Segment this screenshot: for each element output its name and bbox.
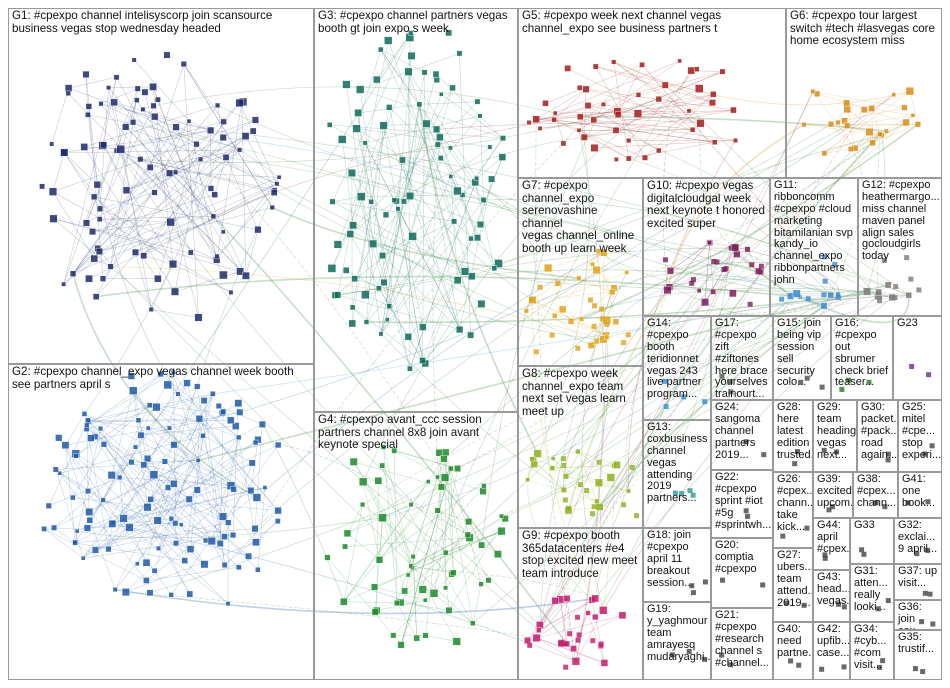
- group-box-g42: G42: upfib... case...: [813, 622, 850, 680]
- group-label-g20: G20: comptia #cpexpo: [715, 540, 770, 576]
- group-box-g12: G12: #cpexpo heathermargo... miss channe…: [858, 178, 942, 316]
- group-box-g31: G31: atten... really looki...: [850, 564, 894, 622]
- group-box-g24: G24: sangoma channel partners 2019...: [711, 400, 773, 470]
- group-box-g16: G16: #cpexpo out sbrumer check brief tea…: [831, 316, 893, 400]
- group-box-g29: G29: team heading vegas next...: [813, 400, 857, 472]
- group-label-g34: G34: #cyb... #com visit...: [854, 624, 891, 672]
- group-box-g27: G27: ubers... team attend... 2019...: [773, 548, 813, 622]
- group-label-g16: G16: #cpexpo out sbrumer check brief tea…: [835, 318, 890, 389]
- group-box-g25: G25: mitel #cpe... stop experi...: [898, 400, 942, 472]
- group-label-g43: G43: head... vegas...: [817, 572, 847, 608]
- group-label-g38: G38: #cpex... chann...: [857, 474, 895, 510]
- group-label-g8: G8: #cpexpo week channel_expo team next …: [522, 368, 640, 418]
- group-box-g26: G26: #cpex... chann... take kick...: [773, 472, 813, 548]
- group-box-g19: G19: y_yaghmour team amrayesq mudaryaghi…: [643, 602, 711, 680]
- group-box-g40: G40: need partne...: [773, 622, 813, 680]
- group-label-g4: G4: #cpexpo avant_ccc session partners c…: [318, 414, 515, 452]
- group-box-g23: G23: [893, 316, 942, 400]
- group-label-g2: G2: #cpexpo channel_expo vegas channel w…: [12, 366, 311, 391]
- group-label-g21: G21: #cpexpo #research channel s #channe…: [715, 610, 770, 669]
- group-label-g40: G40: need partne...: [777, 624, 810, 660]
- group-label-g13: G13: coxbusiness channel vegas attending…: [647, 422, 708, 505]
- group-box-g32: G32: exclai... 9 april...: [894, 518, 942, 564]
- group-box-g1: G1: #cpexpo channel intelisyscorp join s…: [8, 8, 314, 364]
- group-box-g18: G18: join #cpexpo april 11 breakout sess…: [643, 528, 711, 602]
- group-label-g25: G25: mitel #cpe... stop experi...: [902, 402, 939, 461]
- group-label-g29: G29: team heading vegas next...: [817, 402, 854, 461]
- group-label-g31: G31: atten... really looki...: [854, 566, 891, 614]
- group-label-g14: G14: #cpexpo booth teridionnet vegas 243…: [647, 318, 708, 401]
- group-label-g1: G1: #cpexpo channel intelisyscorp join s…: [12, 10, 311, 35]
- group-label-g15: G15: join being vip session sell securit…: [777, 318, 828, 389]
- group-label-g3: G3: #cpexpo channel partners vegas booth…: [318, 10, 515, 35]
- group-box-g4: G4: #cpexpo avant_ccc session partners c…: [314, 412, 518, 680]
- group-label-g35: G35: trustif...: [898, 632, 939, 656]
- group-box-g36: G36: join cox...: [894, 600, 942, 630]
- group-box-g43: G43: head... vegas...: [813, 570, 850, 622]
- group-box-g39: G39: excited upcom...: [813, 472, 853, 518]
- group-box-g11: G11: ribboncomm #cpexpo #cloud marketing…: [770, 178, 858, 316]
- group-box-g22: G22: #cpexpo sprint #iot #5g #sprintwh..…: [711, 470, 773, 538]
- group-box-g41: G41: one book...: [898, 472, 942, 518]
- group-box-g2: G2: #cpexpo channel_expo vegas channel w…: [8, 364, 314, 680]
- group-box-g21: G21: #cpexpo #research channel s #channe…: [711, 608, 773, 680]
- group-label-g23: G23: [897, 318, 939, 330]
- group-box-g17: G17: #cpexpo zift #ziftones here brace y…: [711, 316, 773, 400]
- group-label-g30: G30: packet... #pack... road again...: [861, 402, 895, 461]
- group-box-g35: G35: trustif...: [894, 630, 942, 680]
- group-box-g10: G10: #cpexpo vegas digitalcloudgal week …: [643, 178, 770, 316]
- group-box-g14: G14: #cpexpo booth teridionnet vegas 243…: [643, 316, 711, 420]
- group-label-g9: G9: #cpexpo booth 365datacenters #e4 sto…: [522, 530, 640, 580]
- group-box-g9: G9: #cpexpo booth 365datacenters #e4 sto…: [518, 528, 643, 680]
- group-label-g32: G32: exclai... 9 april...: [898, 520, 939, 556]
- group-label-g12: G12: #cpexpo heathermargo... miss channe…: [862, 180, 939, 263]
- group-label-g42: G42: upfib... case...: [817, 624, 847, 660]
- group-box-g20: G20: comptia #cpexpo: [711, 538, 773, 608]
- group-label-g26: G26: #cpex... chann... take kick...: [777, 474, 810, 533]
- group-box-g44: G44: april #cpex...: [813, 518, 850, 570]
- group-label-g28: G28: here latest edition trusted...: [777, 402, 810, 461]
- group-box-g8: G8: #cpexpo week channel_expo team next …: [518, 366, 643, 528]
- group-box-g13: G13: coxbusiness channel vegas attending…: [643, 420, 711, 528]
- group-box-g34: G34: #cyb... #com visit...: [850, 622, 894, 680]
- group-label-g44: G44: april #cpex...: [817, 520, 847, 556]
- group-label-g5: G5: #cpexpo week next channel vegas chan…: [522, 10, 783, 35]
- group-label-g27: G27: ubers... team attend... 2019...: [777, 550, 810, 609]
- group-label-g18: G18: join #cpexpo april 11 breakout sess…: [647, 530, 708, 589]
- group-label-g7: G7: #cpexpo channel_expo serenovashine c…: [522, 180, 640, 255]
- group-label-g17: G17: #cpexpo zift #ziftones here brace y…: [715, 318, 770, 400]
- group-label-g39: G39: excited upcom...: [817, 474, 850, 510]
- group-box-g37: G37: up visit...: [894, 564, 942, 600]
- group-label-g33: G33: [854, 520, 891, 532]
- group-box-g5: G5: #cpexpo week next channel vegas chan…: [518, 8, 786, 178]
- group-label-g10: G10: #cpexpo vegas digitalcloudgal week …: [647, 180, 767, 230]
- group-label-g22: G22: #cpexpo sprint #iot #5g #sprintwh..…: [715, 472, 770, 531]
- group-box-g15: G15: join being vip session sell securit…: [773, 316, 831, 400]
- group-box-g6: G6: #cpexpo tour largest switch #tech #l…: [786, 8, 942, 178]
- group-box-g33: G33: [850, 518, 894, 564]
- group-label-g11: G11: ribboncomm #cpexpo #cloud marketing…: [774, 180, 855, 287]
- group-label-g41: G41: one book...: [902, 474, 939, 510]
- group-label-g24: G24: sangoma channel partners 2019...: [715, 402, 770, 461]
- group-label-g19: G19: y_yaghmour team amrayesq mudaryaghi…: [647, 604, 708, 663]
- group-label-g6: G6: #cpexpo tour largest switch #tech #l…: [790, 10, 939, 48]
- group-box-g30: G30: packet... #pack... road again...: [857, 400, 898, 472]
- group-box-g3: G3: #cpexpo channel partners vegas booth…: [314, 8, 518, 412]
- group-label-g37: G37: up visit...: [898, 566, 939, 590]
- group-box-g38: G38: #cpex... chann...: [853, 472, 898, 518]
- group-label-g36: G36: join cox...: [898, 602, 939, 630]
- group-box-g28: G28: here latest edition trusted...: [773, 400, 813, 472]
- group-box-g7: G7: #cpexpo channel_expo serenovashine c…: [518, 178, 643, 366]
